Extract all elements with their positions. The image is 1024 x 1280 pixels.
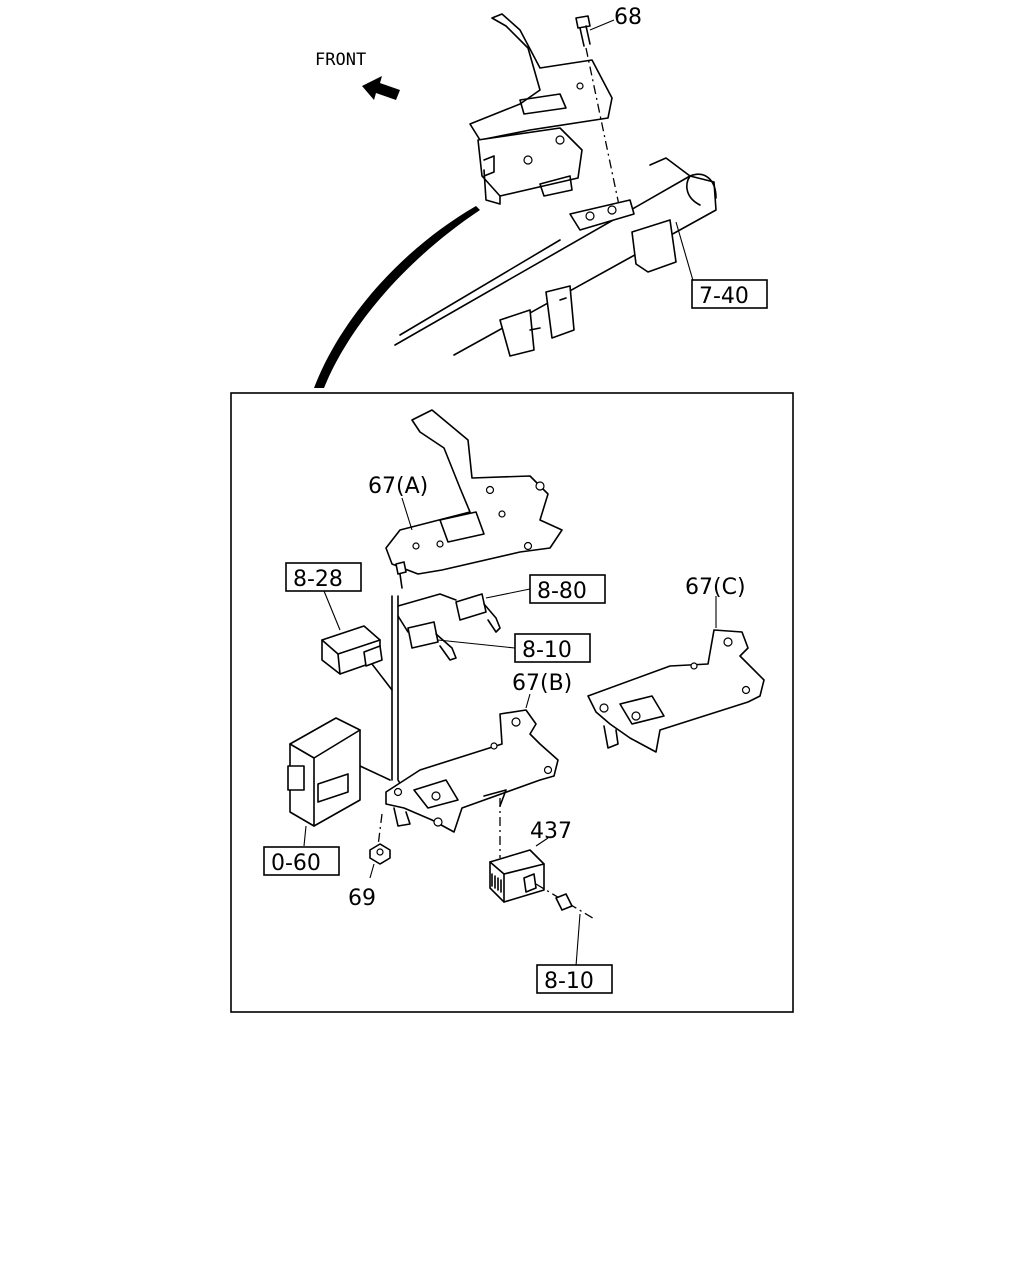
callout-67c: 67(C)	[685, 575, 746, 600]
bolt-68: 68	[575, 5, 642, 211]
control-unit-0-60	[287, 717, 361, 847]
front-direction-indicator: FRONT	[315, 50, 400, 100]
bracket-67a	[385, 409, 563, 575]
callout-8-10-lower: 8-10	[544, 969, 594, 994]
callout-68: 68	[614, 5, 642, 30]
callout-8-28: 8-28	[293, 567, 343, 592]
cross-car-beam	[394, 157, 717, 357]
callout-67a: 67(A)	[368, 474, 428, 499]
callout-8-10-upper: 8-10	[522, 638, 572, 663]
relay-437	[489, 798, 597, 921]
callout-0-60: 0-60	[271, 851, 321, 876]
bracket-67c	[587, 596, 765, 753]
wiring-harness	[359, 593, 457, 791]
connector-8-10-upper	[407, 621, 457, 661]
detail-frame	[230, 392, 794, 1013]
connector-8-80	[455, 593, 501, 633]
screw-bracket-a	[395, 561, 407, 589]
callout-7-40: 7-40	[699, 284, 749, 309]
front-label: FRONT	[315, 50, 366, 70]
detail-view-arrow	[314, 206, 480, 388]
callout-437: 437	[530, 819, 572, 844]
module-8-28	[321, 625, 383, 675]
nut-69	[369, 813, 391, 879]
bracket-67b	[385, 693, 559, 833]
connector-8-10-lower	[555, 893, 581, 967]
callout-8-80: 8-80	[537, 579, 587, 604]
upper-bracket-assembly	[469, 13, 613, 205]
callout-67b: 67(B)	[512, 671, 572, 696]
callout-69: 69	[348, 886, 376, 911]
front-arrow-icon	[362, 76, 400, 100]
